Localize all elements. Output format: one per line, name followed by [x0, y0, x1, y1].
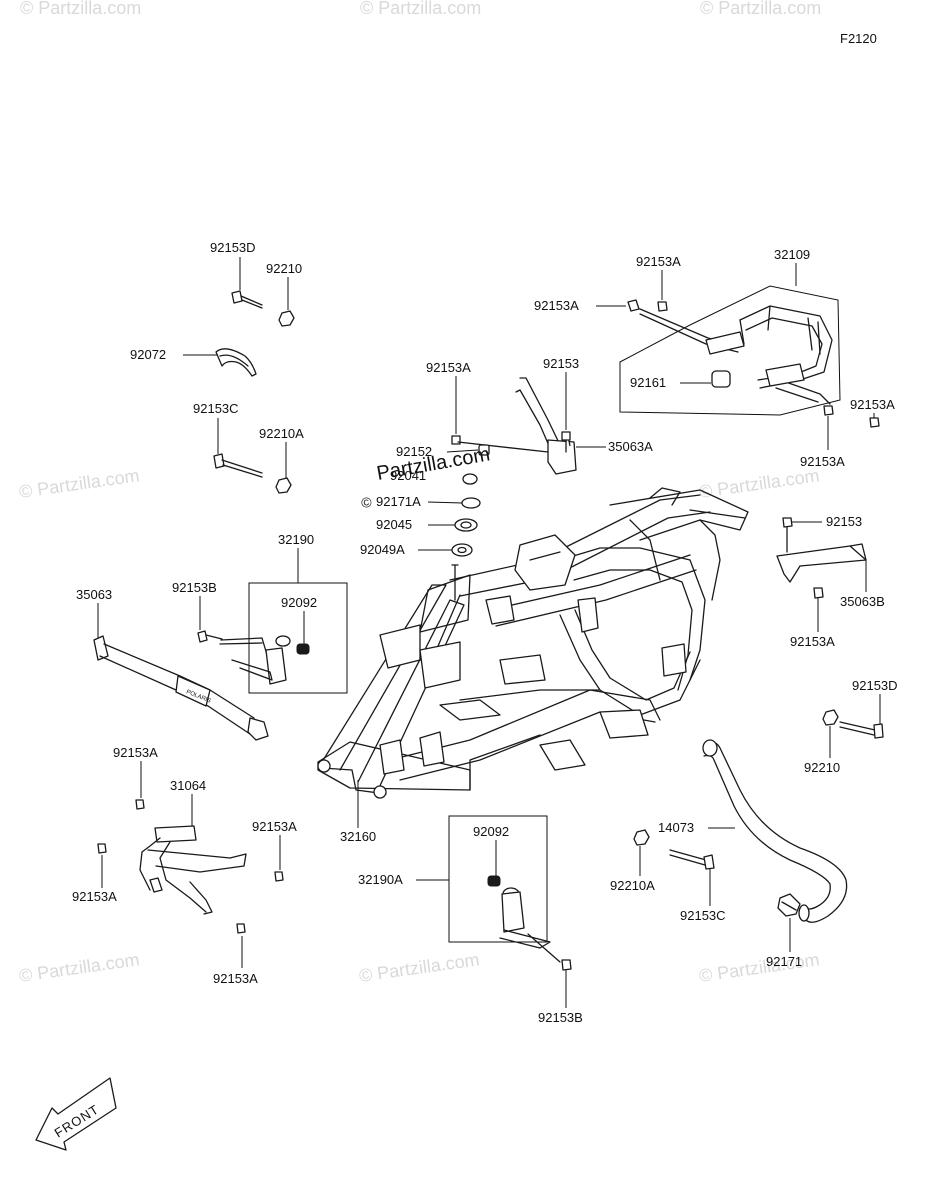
part-label: 92210 [266, 261, 302, 276]
part-label: 92153A [636, 254, 681, 269]
part-label: 32109 [774, 247, 810, 262]
bracket-35063-drawing: POLARIS [93, 635, 269, 741]
part-label: 92153D [210, 240, 256, 255]
part-label: 92153A [113, 745, 158, 760]
kit-box-32109 [619, 285, 841, 416]
nut-92210A-drawing [275, 477, 292, 494]
part-label: 92210A [259, 426, 304, 441]
part-label: 92041 [390, 468, 426, 483]
bolt-92153D-right-drawing [822, 709, 884, 739]
part-label: 92092 [473, 824, 509, 839]
bracket-32190-drawing [219, 635, 291, 685]
part-label: 92092 [281, 595, 317, 610]
watermarks: © Partzilla.com © Partzilla.com © Partzi… [18, 0, 822, 986]
clamp-92171-drawing [777, 893, 801, 917]
part-label: 92153A [213, 971, 258, 986]
steering-bracket-35063A-drawing [515, 377, 577, 475]
part-label: 92153B [538, 1010, 583, 1025]
part-label: 92152 [396, 444, 432, 459]
bolt-92153C-right-drawing [633, 829, 715, 870]
part-label: 92210A [610, 878, 655, 893]
part-label: 92049A [360, 542, 405, 557]
watermark-text: © Partzilla.com [358, 949, 481, 986]
part-label: 92153A [800, 454, 845, 469]
collar-92152-drawing [478, 444, 490, 456]
part-label: 92153D [852, 678, 898, 693]
bushing-92092-drawing [296, 643, 310, 655]
part-label: 35063B [840, 594, 885, 609]
part-label: 35063 [76, 587, 112, 602]
watermark-text: © Partzilla.com [700, 0, 821, 18]
part-label: 92161 [630, 375, 666, 390]
part-label: 92153C [680, 908, 726, 923]
part-label: 92153 [543, 356, 579, 371]
kit-box-32190A [448, 815, 548, 943]
leader-lines [97, 257, 881, 1008]
bolt-92153B-drawing [197, 630, 223, 643]
part-label: 31064 [170, 778, 206, 793]
band-92072-drawing [215, 348, 257, 377]
bolt-92153-center-drawing [561, 431, 571, 453]
bolts-92153A-top-right-drawing [627, 299, 880, 428]
figure-code: F2120 [840, 31, 877, 46]
bolt-92153C-drawing [213, 453, 263, 478]
watermark-text: © Partzilla.com [698, 465, 821, 502]
part-label: 92153 [826, 514, 862, 529]
part-label: 14073 [658, 820, 694, 835]
hose-14073-drawing [702, 739, 848, 923]
bracket-35063B-drawing [776, 517, 867, 599]
svg-text:©: © [360, 494, 373, 511]
part-label: 32160 [340, 829, 376, 844]
bolt-92153D-drawing [231, 290, 263, 309]
main-frame-drawing [317, 487, 749, 799]
part-label: 92045 [376, 517, 412, 532]
part-label: 92153A [252, 819, 297, 834]
bolt-92153A-center-drawing [451, 435, 549, 453]
bracket-32190A-drawing [487, 875, 572, 971]
part-label: 92072 [130, 347, 166, 362]
grab-bar-32109-drawing [639, 305, 833, 405]
part-label: 92153A [850, 397, 895, 412]
part-label: 92153A [72, 889, 117, 904]
washer-92041-drawing [462, 473, 478, 485]
seal-92045-drawing [454, 518, 478, 532]
part-label: 92210 [804, 760, 840, 775]
part-label: 92171 [766, 954, 802, 969]
watermark-text: © Partzilla.com [360, 0, 481, 18]
callout-labels: 92153D 92210 92072 92153C 92210A 32190 9… [72, 240, 898, 1025]
bearing-92049A-drawing [451, 543, 473, 557]
front-arrow-icon: FRONT [35, 1077, 117, 1151]
part-label: 92153C [193, 401, 239, 416]
bolts-92153A-left-drawing [97, 799, 284, 934]
part-label: 35063A [608, 439, 653, 454]
part-label: 92153B [172, 580, 217, 595]
watermark-text: © Partzilla.com [698, 949, 821, 986]
watermark-text: © Partzilla.com [20, 0, 141, 18]
part-label: 92153A [790, 634, 835, 649]
nut-92210-drawing [278, 310, 295, 327]
part-label: 32190 [278, 532, 314, 547]
part-label: 92153A [534, 298, 579, 313]
cushion-92161-drawing [711, 370, 731, 388]
watermark-text: © Partzilla.com [18, 465, 141, 502]
part-label: 32190A [358, 872, 403, 887]
bracket-31064-drawing [139, 825, 247, 915]
watermark-text: © Partzilla.com [18, 949, 141, 986]
part-label: 92171A [376, 494, 421, 509]
part-label: 92153A [426, 360, 471, 375]
ring-92171A-drawing [461, 497, 481, 509]
